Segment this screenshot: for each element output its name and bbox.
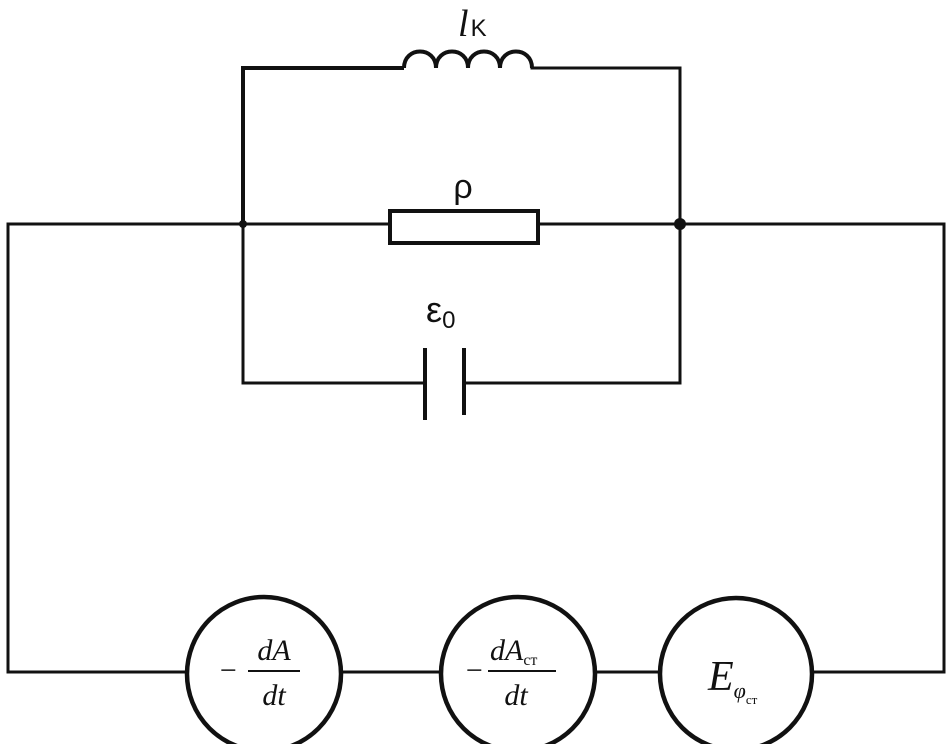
source-2-label: − dAст dt [464,634,556,712]
inductor-left-wire [241,66,404,224]
junction-left [239,220,247,228]
right-outer-wire [678,222,946,674]
source-2-denominator: dt [504,679,528,712]
capacitor-left-wire [241,222,427,385]
source-1-denominator: dt [262,679,286,712]
inductor-right-wire [530,66,682,226]
capacitor-right-wire [462,222,682,385]
source-2-sign: − [464,654,484,687]
outer-loop-wires [6,222,946,674]
resistor-branch [241,209,682,245]
resistor-body [388,209,540,245]
source-3-circle [657,595,815,744]
inductor-coil [402,49,534,69]
source-1-numerator: dA [257,634,291,667]
source-1-label: − dA dt [218,634,300,712]
resistor-label: ρ [453,168,472,206]
source-3-label: Eφст [707,654,758,707]
capacitor-branch [241,222,682,420]
inductor-label: lK [458,3,487,45]
capacitor-label: ε0 [426,289,455,334]
left-outer-wire [6,222,245,674]
source-2-numerator: dAст [490,634,537,669]
junction-right [674,218,686,230]
inductor-branch [241,49,682,226]
source-1-sign: − [218,654,238,687]
